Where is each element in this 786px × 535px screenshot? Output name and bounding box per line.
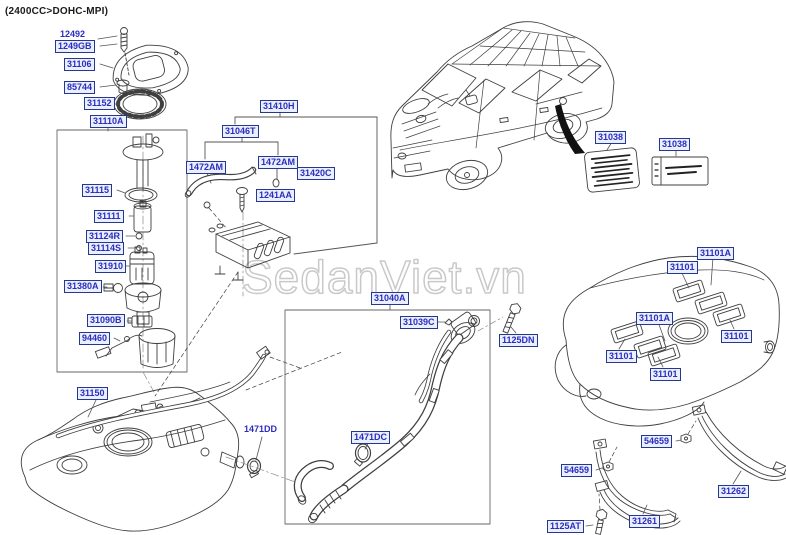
part-label-31261[interactable]: 31261 xyxy=(629,515,661,528)
part-label-31046T[interactable]: 31046T xyxy=(222,125,259,138)
filler-neck-group xyxy=(225,303,522,525)
part-label-31152[interactable]: 31152 xyxy=(84,97,115,110)
part-label-31039C[interactable]: 31039C xyxy=(400,316,438,329)
part-label-31101A-top[interactable]: 31101A xyxy=(697,247,735,260)
part-label-31101-bottom[interactable]: 31101 xyxy=(650,368,681,381)
part-label-1125AT[interactable]: 1125AT xyxy=(547,520,584,533)
page-title: (2400CC>DOHC-MPI) xyxy=(5,6,109,17)
fuel-tank-pads-illustration xyxy=(554,256,780,427)
part-label-1125DN[interactable]: 1125DN xyxy=(499,334,538,347)
part-label-31150[interactable]: 31150 xyxy=(77,387,108,400)
part-label-31038-left[interactable]: 31038 xyxy=(595,131,627,144)
part-label-1471DC[interactable]: 1471DC xyxy=(351,431,391,444)
part-label-31111[interactable]: 31111 xyxy=(94,210,124,223)
part-label-1471DD[interactable]: 1471DD xyxy=(244,424,278,434)
fuel-tank-illustration xyxy=(20,345,271,532)
part-label-31114S[interactable]: 31114S xyxy=(88,242,125,255)
part-label-31101-top[interactable]: 31101 xyxy=(667,261,698,274)
part-label-54659-right[interactable]: 54659 xyxy=(641,435,673,448)
fuel-door-marker xyxy=(559,97,567,105)
canister-and-hose-group xyxy=(154,111,378,397)
part-label-31262[interactable]: 31262 xyxy=(718,485,750,498)
part-label-31038-right[interactable]: 31038 xyxy=(659,138,691,151)
fuel-info-sticker xyxy=(651,156,709,186)
part-label-31101-right[interactable]: 31101 xyxy=(721,330,752,343)
part-label-1472AM-left[interactable]: 1472AM xyxy=(186,161,227,174)
pointer-arrow xyxy=(555,104,585,154)
part-label-94460[interactable]: 94460 xyxy=(79,332,111,345)
part-label-1472AM-right[interactable]: 1472AM xyxy=(258,156,299,169)
van-illustration xyxy=(390,21,615,191)
part-label-31040A[interactable]: 31040A xyxy=(371,292,409,305)
part-label-1249GB[interactable]: 1249GB xyxy=(55,40,95,53)
part-label-85744[interactable]: 85744 xyxy=(64,81,96,94)
part-label-31410H[interactable]: 31410H xyxy=(260,100,298,113)
part-label-31910[interactable]: 31910 xyxy=(95,260,127,273)
part-label-31115[interactable]: 31115 xyxy=(82,184,113,197)
part-label-31106[interactable]: 31106 xyxy=(64,58,95,71)
part-label-31380A[interactable]: 31380A xyxy=(64,280,102,293)
part-label-1241AA[interactable]: 1241AA xyxy=(256,189,296,202)
tank-straps-group xyxy=(592,404,786,535)
part-label-31420C[interactable]: 31420C xyxy=(297,167,335,180)
part-label-54659-left[interactable]: 54659 xyxy=(561,464,593,477)
part-label-31090B[interactable]: 31090B xyxy=(87,314,125,327)
part-label-31101A-mid[interactable]: 31101A xyxy=(636,312,674,325)
fuel-pump-module-exploded xyxy=(56,27,189,393)
fuel-caution-sticker xyxy=(584,147,640,193)
part-label-31110A[interactable]: 31110A xyxy=(90,115,127,128)
part-label-31101-left[interactable]: 31101 xyxy=(606,350,637,363)
